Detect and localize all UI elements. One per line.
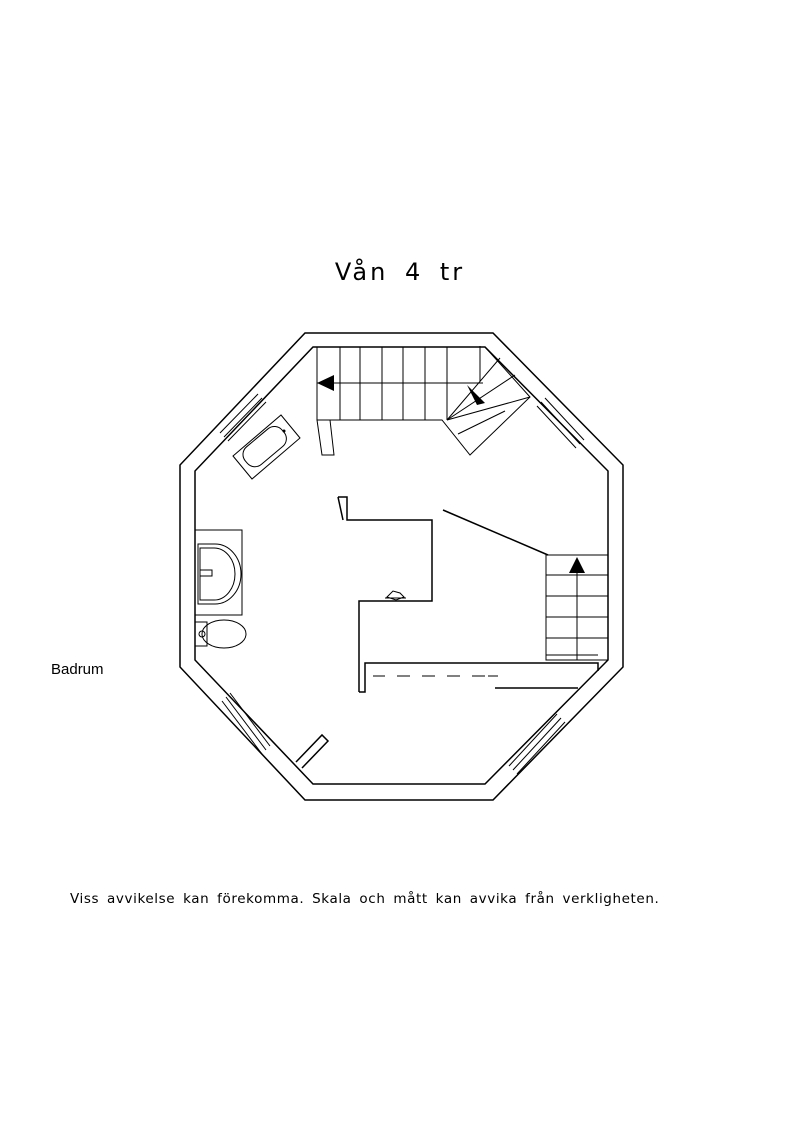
right-staircase [545,554,609,661]
window-northwest [219,393,267,442]
upper-stair-arrow-winder [467,385,485,405]
right-stair-arrow-up [569,557,585,573]
window-southwest [221,692,271,755]
window-northeast [536,397,585,449]
room-label-bathroom: Badrum [51,661,104,678]
outer-wall [179,332,624,801]
small-fixture [385,590,406,601]
window-southeast [508,713,566,775]
central-stairwell [337,496,599,693]
upper-stair-arrow-left [317,375,334,391]
wall-stub-stair [316,419,335,456]
disclaimer-text: Viss avvikelse kan förekomma. Skala och … [70,891,660,907]
floor-title: Vån 4 tr [334,258,466,286]
upper-staircase [316,346,531,456]
sink [194,529,243,616]
bathtub [232,414,301,480]
door-stub [295,733,330,769]
toilet [194,619,247,649]
